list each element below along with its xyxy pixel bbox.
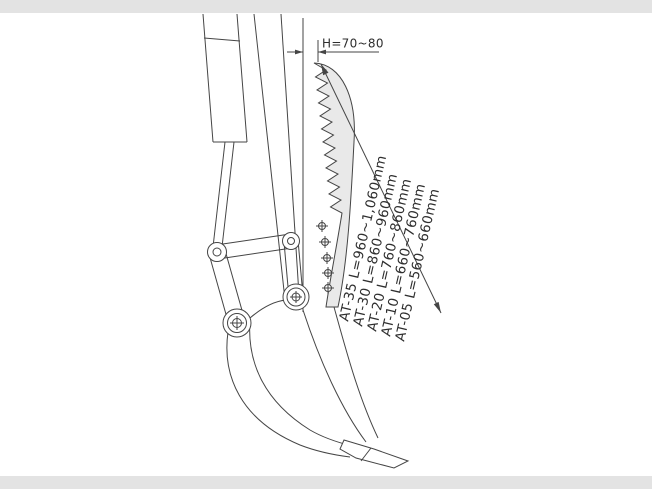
- pin-bucket-link: [223, 309, 251, 337]
- length-dim-line: [321, 64, 441, 313]
- pin-rod-end-outer: [208, 243, 227, 262]
- bolt-holes: [316, 220, 334, 294]
- cylinder-right-edge: [237, 14, 247, 142]
- h-dimension-label: H=70~80: [322, 37, 384, 51]
- pin-idler-outer: [283, 233, 300, 250]
- hydraulic-cylinder: [203, 14, 247, 247]
- pin-idler-inner: [288, 238, 295, 245]
- arm: [254, 14, 303, 312]
- shank-back-edge: [227, 332, 350, 457]
- bolt-hole: [321, 252, 333, 264]
- pin-rod-end-inner: [213, 248, 221, 256]
- length-arrow-bottom-icon: [433, 301, 441, 313]
- pin-rod-end: [208, 243, 227, 262]
- pin-idler: [283, 233, 300, 250]
- bottom-matte: [0, 476, 652, 489]
- bolt-hole: [316, 220, 328, 232]
- h-link-left: [209, 254, 229, 325]
- shank-front-edge: [303, 310, 366, 442]
- piston-rod-left: [213, 142, 225, 247]
- idler-link-upper: [216, 234, 290, 245]
- shank-top-edge: [250, 300, 286, 318]
- h-dimension: H=70~80: [287, 37, 384, 63]
- h-arrow-left-icon: [295, 49, 303, 55]
- shank-inner-edge: [250, 320, 352, 446]
- h-arrow-right-icon: [318, 49, 326, 55]
- bolt-hole: [322, 267, 334, 279]
- model-labels: AT-35 L=960~1,060mm AT-30 L=860~960mm AT…: [336, 154, 443, 343]
- bolt-hole: [322, 282, 334, 294]
- length-dimension: [321, 64, 441, 313]
- idler-link-lower: [218, 248, 292, 259]
- piston-rod-right: [222, 142, 234, 247]
- linkage: [209, 234, 303, 325]
- ripper-shank: [227, 300, 408, 468]
- pin-bucket-link-mid: [228, 314, 247, 333]
- cylinder-left-edge: [203, 14, 213, 142]
- cylinder-gland-line: [204, 38, 240, 41]
- h-link-right: [225, 250, 245, 321]
- bolt-hole: [319, 236, 331, 248]
- pin-arm-tip-mid: [287, 288, 305, 306]
- arm-left-edge: [254, 14, 285, 300]
- pin-arm-tip: [283, 284, 309, 310]
- tooth-tip: [340, 440, 408, 468]
- top-matte: [0, 0, 652, 13]
- length-arrow-top-icon: [321, 64, 329, 76]
- shank-leading-edge: [334, 307, 378, 438]
- tooth-socket-line: [361, 448, 371, 461]
- arm-right-edge: [281, 14, 299, 295]
